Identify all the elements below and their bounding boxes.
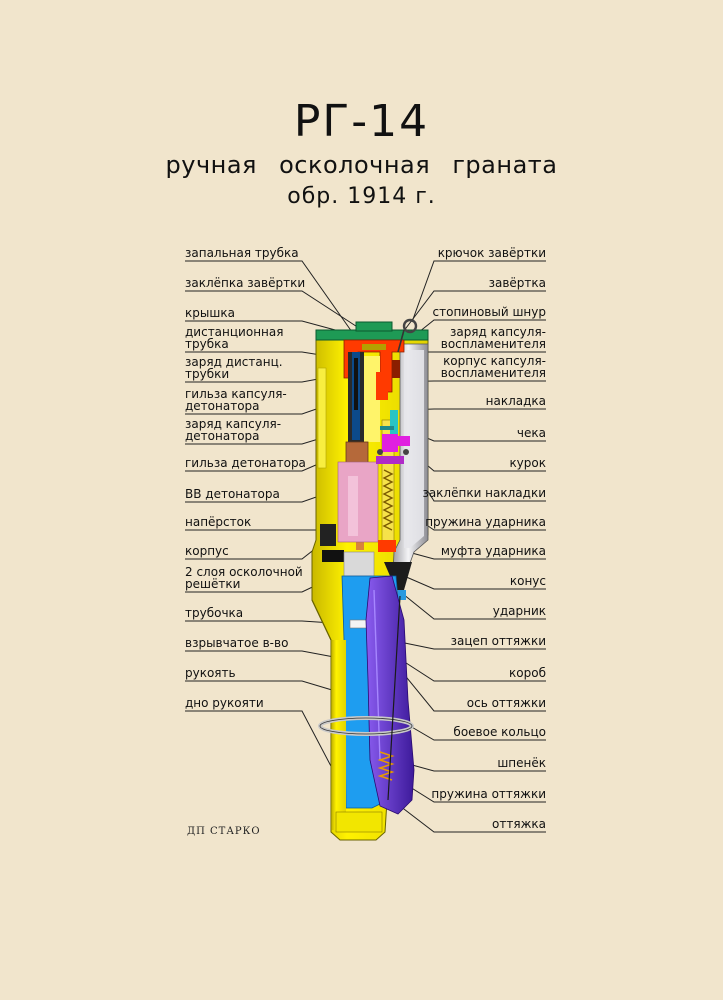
grenade-drawing [311, 318, 429, 841]
leader-left-0 [185, 260, 353, 333]
label-right-15: ось оттяжки [466, 696, 546, 710]
leader-left-1 [185, 290, 363, 331]
label-left-13: взрывчатое в-во [185, 636, 289, 650]
handle-yellow [332, 640, 346, 830]
label-left-12: трубочка [185, 606, 244, 620]
leader-right-11 [403, 575, 546, 590]
leader-left-14 [185, 680, 333, 691]
leader-right-16 [409, 725, 546, 741]
striker-spring [382, 469, 394, 531]
fragmentation-grid [320, 524, 336, 546]
label-right-3: заряд капсуля- воспламенителя [440, 325, 546, 351]
label-right-5: накладка [485, 394, 546, 408]
label-left-6: заряд капсуля- детонатора [185, 417, 282, 443]
author-signature: ДП СТАРКО [187, 826, 261, 837]
label-right-8: заклёпки накладки [422, 486, 546, 500]
purple-lever [365, 575, 415, 815]
label-left-0: запальная трубка [185, 246, 299, 260]
label-left-9: напёрсток [185, 515, 252, 529]
label-right-12: ударник [492, 604, 546, 618]
label-left-8: ВВ детонатора [185, 487, 280, 501]
label-left-1: заклёпка завёртки [185, 276, 306, 290]
label-left-11: 2 слоя осколочной решётки [185, 565, 303, 591]
label-right-16: боевое кольцо [453, 725, 546, 739]
leader-left-10 [185, 547, 317, 560]
page-subtitle: ручная осколочная граната [165, 151, 558, 179]
label-right-14: короб [509, 666, 546, 680]
page-title: РГ-14 [293, 96, 430, 147]
label-left-14: рукоять [185, 666, 236, 680]
label-right-2: стопиновый шнур [432, 305, 546, 319]
label-left-3: дистанционная трубка [185, 325, 284, 351]
label-left-5: гильза капсуля- детонатора [185, 387, 287, 413]
label-right-0: крючок завёртки [437, 246, 546, 260]
label-right-9: пружина ударника [425, 515, 546, 529]
leader-left-15 [185, 710, 355, 811]
label-right-10: муфта ударника [440, 544, 546, 558]
leader-right-19 [399, 805, 546, 833]
label-right-18: пружина оттяжки [431, 787, 546, 801]
leader-right-0 [411, 260, 546, 323]
trigger-magenta [382, 434, 398, 452]
label-left-7: гильза детонатора [185, 456, 306, 470]
label-right-17: шпенёк [497, 756, 546, 770]
model-year: обр. 1914 г. [287, 184, 436, 209]
label-left-2: крышка [185, 306, 235, 320]
label-left-15: дно рукояти [185, 696, 264, 710]
label-right-11: конус [509, 574, 546, 588]
label-right-7: курок [509, 456, 546, 470]
label-right-1: завёртка [488, 276, 546, 290]
silver-inner-shell [404, 350, 424, 548]
hook-ring [402, 318, 418, 334]
primer-housing [376, 372, 388, 400]
label-right-13: зацеп оттяжки [450, 634, 546, 648]
label-left-10: корпус [185, 544, 229, 558]
label-right-6: чека [516, 426, 546, 440]
label-right-4: корпус капсуля- воспламенителя [440, 354, 546, 380]
leader-left-13 [185, 650, 351, 661]
cone [384, 562, 412, 590]
safety-pin [390, 410, 398, 434]
label-left-4: заряд дистанц. трубки [185, 355, 283, 381]
label-right-19: оттяжка [492, 817, 546, 831]
leader-right-12 [397, 589, 546, 620]
